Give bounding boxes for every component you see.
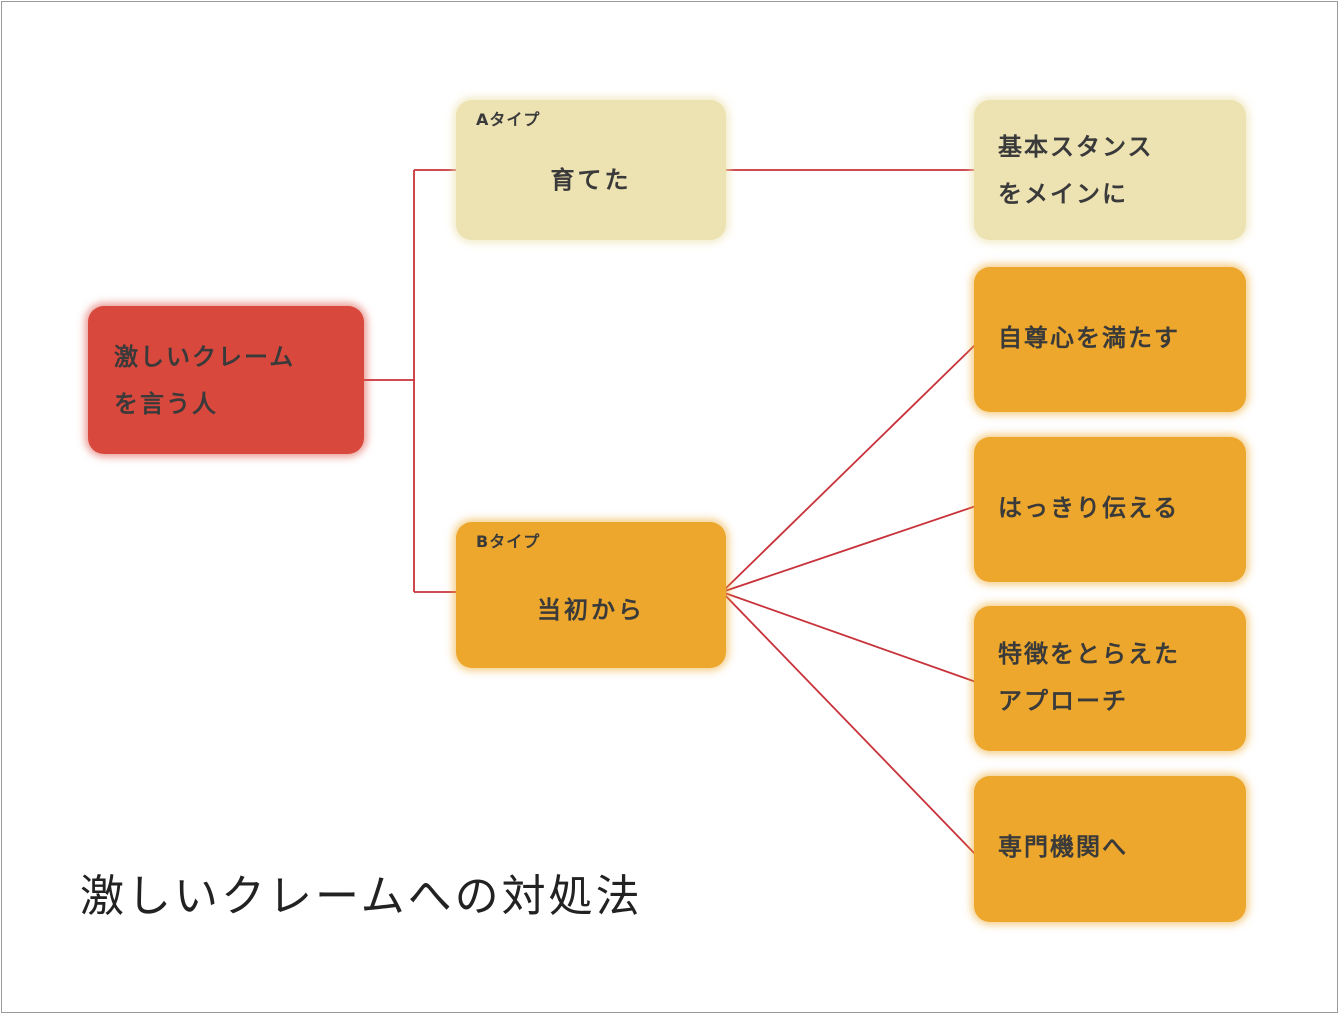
leaf-node-label: 基本スタンス をメインに <box>998 133 1154 208</box>
root-node: 激しいクレーム を言う人 <box>88 306 364 454</box>
leaf-node-label: 特徴をとらえた アプローチ <box>998 640 1180 715</box>
root-node-label: 激しいクレーム を言う人 <box>114 343 296 418</box>
connector-type-b-to-leaf5 <box>721 591 977 856</box>
leaf-node-tell-clearly: はっきり伝える <box>974 437 1246 582</box>
type-a-label: Aタイプ <box>476 110 541 129</box>
leaf-node-specialist-agency: 専門機関へ <box>974 776 1246 922</box>
type-a-text: 育てた <box>550 166 632 194</box>
connector-type-b-to-leaf4 <box>721 591 977 683</box>
type-b-text: 当初から <box>537 596 645 624</box>
leaf-node-targeted-approach: 特徴をとらえた アプローチ <box>974 606 1246 751</box>
leaf-node-label: はっきり伝える <box>998 494 1180 522</box>
leaf-node-label: 専門機関へ <box>998 833 1128 861</box>
type-b-label: Bタイプ <box>476 532 541 551</box>
connector-type-b-to-leaf3 <box>721 505 977 593</box>
leaf-node-satisfy-pride: 自尊心を満たす <box>974 267 1246 412</box>
leaf-node-label: 自尊心を満たす <box>998 324 1180 352</box>
slide-title: 激しいクレームへの対処法 <box>80 871 643 922</box>
leaf-node-basic-stance: 基本スタンス をメインに <box>974 100 1246 240</box>
type-b-node: Bタイプ 当初から <box>456 522 726 668</box>
connector-type-b-to-leaf2 <box>721 343 977 593</box>
type-a-node: Aタイプ 育てた <box>456 100 726 240</box>
